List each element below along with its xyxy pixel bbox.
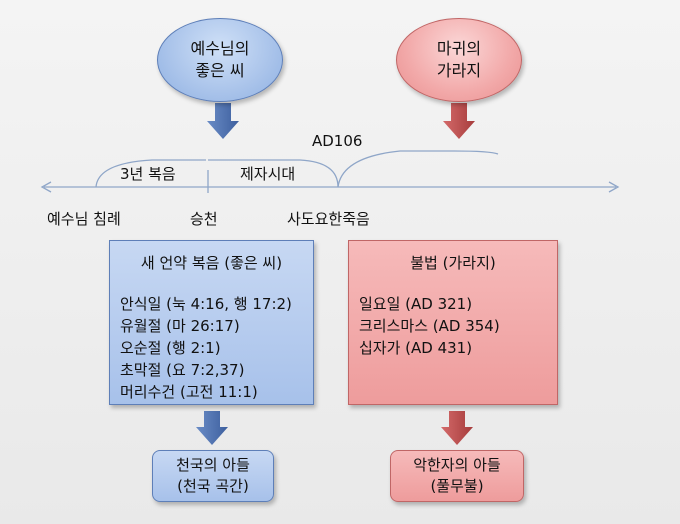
list-item: 머리수건 (고전 11:1) [120,383,258,401]
period-3-year-gospel: 3년 복음 [120,165,176,183]
timeline-arrow-left [40,181,52,193]
list-item: 안식일 (눅 4:16, 행 17:2) [120,295,292,313]
list-item: 오순절 (행 2:1) [120,339,221,357]
arrow-good-seed-down [207,103,239,139]
arc-disciples-era [208,159,339,188]
list-item: 유월절 (마 26:17) [120,317,240,335]
arc-3-year-gospel [95,159,206,188]
timeline-arrow-right [608,181,620,193]
good-seed-line2: 좋은 씨 [195,61,245,80]
event-apostle-john-death: 사도요한죽음 [287,210,370,228]
list-item: 초막절 (요 7:2,37) [120,361,245,379]
kingdom-sons-box: 천국의 아들 (천국 곡간) [152,450,274,502]
tares-box-title: 불법 (가라지) [410,254,496,272]
list-item: 일요일 (AD 321) [359,295,473,313]
arrow-tares-down [443,103,475,139]
tares-list: 일요일 (AD 321) 크리스마스 (AD 354) 십자가 (AD 431) [359,293,500,359]
evil-sons-line2: (풀무불) [430,477,484,495]
event-jesus-baptism: 예수님 침례 [47,210,121,228]
arrow-bad-result-down [441,411,473,445]
year-label: AD106 [312,132,363,150]
arrow-good-result-down [196,411,228,445]
event-ascension: 승천 [190,210,218,228]
evil-sons-box: 악한자의 아들 (풀무불) [390,450,524,502]
list-item: 크리스마스 (AD 354) [359,317,500,335]
arc-after-apostles [337,150,499,188]
good-seed-line1: 예수님의 [190,39,250,58]
good-seed-ellipse: 예수님의 좋은 씨 [157,18,283,102]
tares-box: 불법 (가라지) 일요일 (AD 321) 크리스마스 (AD 354) 십자가… [348,240,558,405]
good-seed-list: 안식일 (눅 4:16, 행 17:2) 유월절 (마 26:17) 오순절 (… [120,293,292,403]
list-item: 십자가 (AD 431) [359,339,473,357]
kingdom-sons-line2: (천국 곡간) [177,477,249,495]
tares-ellipse: 마귀의 가라지 [396,18,522,102]
good-seed-box-title: 새 언약 복음 (좋은 씨) [140,254,283,272]
period-disciples-era: 제자시대 [240,165,296,183]
evil-sons-line1: 악한자의 아들 [413,456,501,474]
tares-line1: 마귀의 [436,39,482,58]
good-seed-box: 새 언약 복음 (좋은 씨) 안식일 (눅 4:16, 행 17:2) 유월절 … [109,240,314,405]
kingdom-sons-line1: 천국의 아들 [176,456,250,474]
tares-line2: 가라지 [436,61,482,80]
